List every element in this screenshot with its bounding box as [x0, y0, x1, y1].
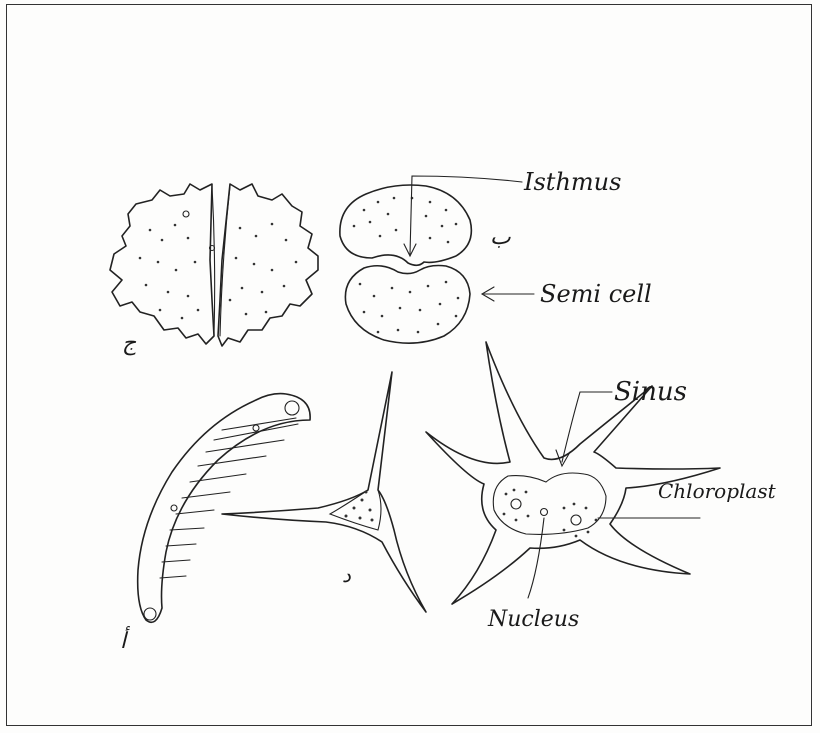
- cell-c-micrasterias: ج: [110, 184, 318, 356]
- label-semi-cell: Semi cell: [540, 280, 652, 308]
- chloroplast-annotation: Chloroplast: [598, 479, 777, 518]
- label-chloroplast: Chloroplast: [658, 479, 777, 503]
- figure-letter-d: د: [342, 563, 351, 587]
- figure-letter-c: ج: [122, 331, 137, 356]
- label-sinus: Sinus: [614, 377, 687, 407]
- cell-d-staurastrum: د: [222, 372, 426, 612]
- figure-letter-a: أ: [120, 626, 131, 654]
- cell-c-stipple: [139, 211, 298, 319]
- label-isthmus: Isthmus: [523, 168, 621, 196]
- star-cell-nucleus: [541, 509, 548, 516]
- label-nucleus: Nucleus: [487, 607, 579, 632]
- cell-b-cosmarium: ب: [340, 185, 511, 343]
- isthmus-annotation: Isthmus: [404, 168, 621, 256]
- nucleus-annotation: Nucleus: [487, 518, 579, 632]
- star-cell-chloroplast-left: [503, 489, 530, 522]
- figure-letter-b: ب: [490, 225, 511, 250]
- semi-cell-annotation: Semi cell: [482, 280, 652, 308]
- cell-a-closterium: أ: [120, 394, 310, 654]
